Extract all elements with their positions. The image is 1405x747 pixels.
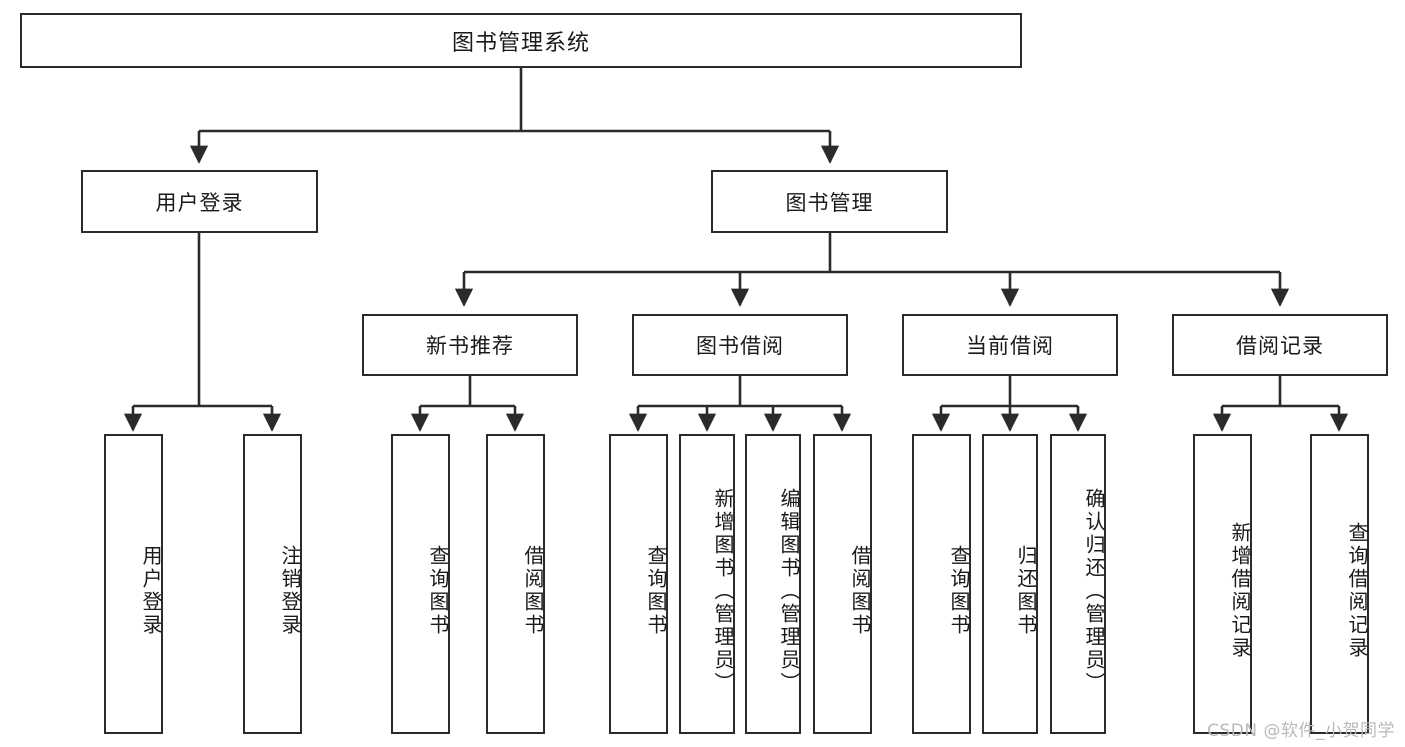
node-label: 图书借阅 xyxy=(696,334,784,358)
node-book-borrow[interactable]: 图书借阅 xyxy=(632,314,848,376)
node-label: 借阅记录 xyxy=(1236,334,1324,358)
leaf-user-login-logout[interactable]: 注销登录 xyxy=(243,434,302,734)
node-label: 查询图书 xyxy=(426,545,450,637)
leaf-borrow-record-query-record[interactable]: 查询借阅记录 xyxy=(1310,434,1369,734)
leaf-book-borrow-edit-book-admin[interactable]: 编辑图书（管理员） xyxy=(745,434,801,734)
node-current-borrow[interactable]: 当前借阅 xyxy=(902,314,1118,376)
leaf-borrow-record-add-record[interactable]: 新增借阅记录 xyxy=(1193,434,1252,734)
node-label: 新书推荐 xyxy=(426,334,514,358)
leaf-current-borrow-return-book[interactable]: 归还图书 xyxy=(982,434,1038,734)
node-label: 归还图书 xyxy=(1014,545,1038,637)
node-label: 借阅图书 xyxy=(521,545,545,637)
node-label: 查询图书 xyxy=(947,545,971,637)
node-label: 当前借阅 xyxy=(966,334,1054,358)
node-label: 图书管理系统 xyxy=(451,30,590,56)
leaf-book-borrow-query-book[interactable]: 查询图书 xyxy=(609,434,668,734)
node-borrow-record[interactable]: 借阅记录 xyxy=(1172,314,1388,376)
node-label: 借阅图书 xyxy=(848,545,872,637)
leaf-new-book-query-book[interactable]: 查询图书 xyxy=(391,434,450,734)
leaf-current-borrow-confirm-return-admin[interactable]: 确认归还（管理员） xyxy=(1050,434,1106,734)
watermark-text: CSDN @软件_小贺同学 xyxy=(1207,721,1395,741)
node-label: 图书管理 xyxy=(785,190,874,215)
node-root-book-management-system[interactable]: 图书管理系统 xyxy=(20,13,1022,68)
node-book-management[interactable]: 图书管理 xyxy=(711,170,948,233)
node-label: 编辑图书（管理员） xyxy=(777,487,801,695)
leaf-book-borrow-borrow-book[interactable]: 借阅图书 xyxy=(813,434,872,734)
leaf-current-borrow-query-book[interactable]: 查询图书 xyxy=(912,434,971,734)
node-label: 用户登录 xyxy=(139,545,163,637)
node-label: 查询图书 xyxy=(644,545,668,637)
node-label: 确认归还（管理员） xyxy=(1082,487,1106,695)
leaf-user-login-login[interactable]: 用户登录 xyxy=(104,434,163,734)
node-user-login[interactable]: 用户登录 xyxy=(81,170,318,233)
node-label: 用户登录 xyxy=(155,190,244,215)
leaf-new-book-borrow-book[interactable]: 借阅图书 xyxy=(486,434,545,734)
node-label: 注销登录 xyxy=(278,545,302,637)
leaf-book-borrow-add-book-admin[interactable]: 新增图书（管理员） xyxy=(679,434,735,734)
node-new-book-recommend[interactable]: 新书推荐 xyxy=(362,314,578,376)
node-label: 新增图书（管理员） xyxy=(711,487,735,695)
node-label: 新增借阅记录 xyxy=(1228,522,1252,660)
node-label: 查询借阅记录 xyxy=(1345,522,1369,660)
